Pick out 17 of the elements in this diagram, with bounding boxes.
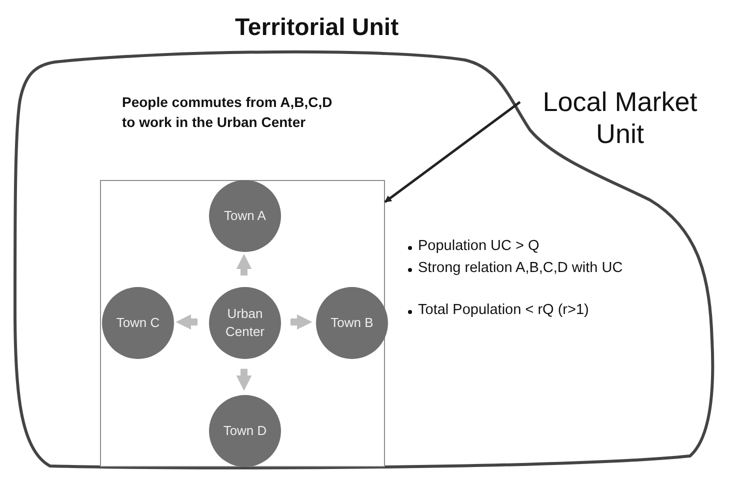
town-label: Town A (223, 207, 267, 225)
block-arrow (236, 368, 252, 391)
block-arrow (290, 314, 312, 330)
local-market-frame (100, 180, 385, 467)
town-label: Urban Center (224, 305, 266, 341)
callout-label: Local Market Unit (542, 87, 698, 150)
bullet-text: Total Population < rQ (r>1) (418, 301, 590, 320)
territory-label: Territorial Unit (235, 14, 399, 42)
bullet-text: Strong relation A,B,C,D with UC (418, 259, 624, 278)
note-text: People commutes from A,B,C,D to work in the Urban Center (122, 93, 334, 132)
town-label: Town B (330, 314, 374, 332)
bullet-text: Population UC > Q (418, 237, 540, 256)
town-label: Town C (115, 314, 161, 332)
town-label: Town D (222, 422, 268, 440)
block-arrow (176, 314, 198, 330)
leader-arrow (384, 101, 521, 203)
block-arrow (236, 254, 252, 276)
